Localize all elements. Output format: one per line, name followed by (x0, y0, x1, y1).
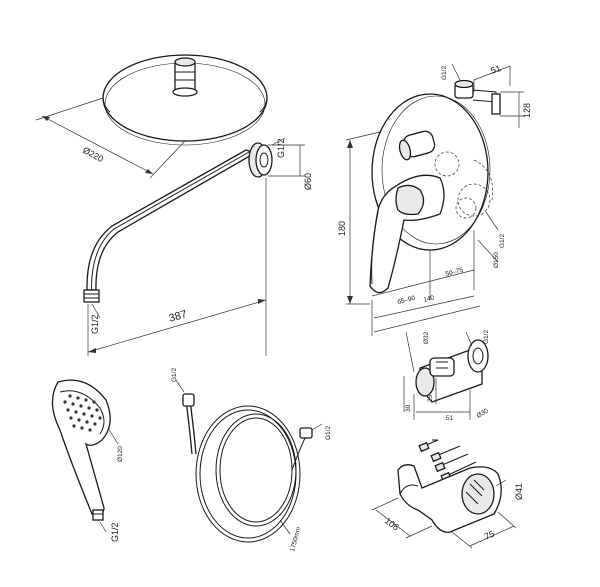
mixer-thread-top-label: G1/2 (441, 66, 448, 80)
nozzle-dot (71, 402, 75, 406)
holder (397, 464, 502, 533)
nozzle-dot (90, 414, 94, 418)
hose-length-label: 1750mm (289, 526, 302, 552)
shower-arm-height-label: Ø60 (303, 173, 313, 190)
nozzle-dot (93, 422, 97, 426)
shower-arm-thread-wall-label: G1/2 (276, 138, 286, 158)
nozzle-dot (87, 406, 91, 410)
nozzle-dot (95, 408, 99, 412)
wall-outlet-dim-e-label: 25 (427, 394, 434, 402)
mixer-height-label: 180 (337, 221, 347, 236)
wall-outlet (415, 339, 489, 403)
holder-length-label: 106 (383, 516, 401, 533)
holder-diameter-label: Ø41 (514, 483, 524, 500)
nozzle-dot (84, 398, 88, 402)
nozzle-dot (85, 420, 89, 424)
mixer-depth-total-label: 140 (423, 294, 436, 304)
mixer-depth-range-b-label: 50–75 (445, 267, 465, 278)
hose (182, 393, 313, 543)
nozzle-dot (79, 404, 83, 408)
shower-arm-length-label: 387 (168, 308, 189, 325)
nozzle-dot (77, 418, 81, 422)
hand-shower-thread-label: G1/2 (110, 522, 120, 542)
mixer-dimensions: G1/2 51 128 180 G1/2 Ø150 65–90 50–75 14… (337, 63, 532, 336)
mixer-height-top-label: 128 (522, 103, 532, 118)
nozzle-dot (92, 400, 96, 404)
wall-outlet-dim-b-label: G1/2 (483, 330, 490, 344)
hand-shower-nozzles (63, 394, 102, 432)
nozzle-dot (68, 394, 72, 398)
wall-outlet-dim-a-label: Ø32 (423, 331, 430, 344)
wall-outlet-dim-d-label: 30 (405, 404, 412, 412)
hand-shower-dimensions: Ø120 G1/2 (99, 427, 124, 542)
shower-arm-thread-end-label: G1/2 (90, 314, 100, 334)
mixer-plate-diameter-label: Ø150 (493, 252, 500, 268)
holder-width-label: 75 (483, 529, 496, 542)
mixer-width-top-label: 51 (489, 63, 502, 76)
nozzle-dot (76, 396, 80, 400)
wall-outlet-dim-f-label: 51 (446, 415, 454, 422)
nozzle-dot (69, 416, 73, 420)
shower-arm (83, 142, 273, 303)
nozzle-dot (66, 408, 70, 412)
hose-thread-a-label: G1/2 (171, 368, 178, 382)
shower-arm-dimensions: G1/2 Ø60 387 G1/2 (87, 137, 313, 356)
hand-shower-diameter-label: Ø120 (117, 446, 124, 462)
shower-head-diameter-label: Ø220 (81, 145, 105, 164)
nozzle-dot (80, 426, 84, 430)
nozzle-dot (82, 412, 86, 416)
shower-head (102, 54, 268, 146)
nozzle-dot (98, 416, 102, 420)
hose-thread-b-label: G1/2 (325, 426, 332, 440)
wall-outlet-dim-c-label: Ø30 (476, 407, 490, 419)
hand-shower (51, 379, 111, 521)
nozzle-dot (63, 400, 67, 404)
mixer-depth-range-a-label: 65–90 (397, 295, 417, 306)
mixer-thread-right-label: G1/2 (499, 234, 506, 248)
nozzle-dot (74, 410, 78, 414)
hose-dimensions: G1/2 G1/2 1750mm (171, 368, 332, 553)
nozzle-dot (88, 428, 92, 432)
mixer-body (369, 79, 501, 294)
nozzle-dot (72, 424, 76, 428)
